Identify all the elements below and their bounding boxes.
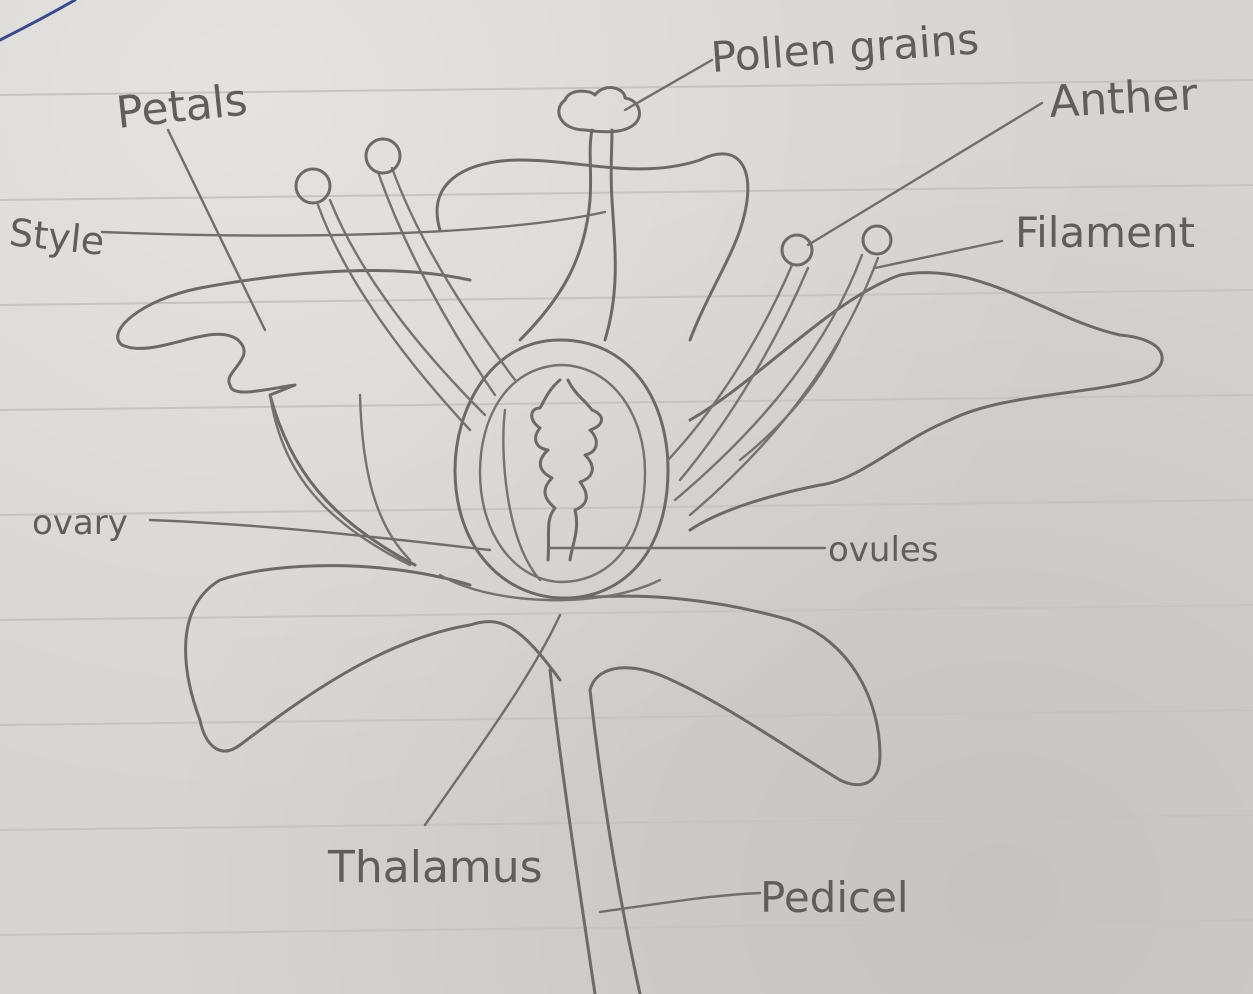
anther-right-1: [782, 235, 812, 265]
label-petals: Petals: [114, 74, 250, 138]
leader-lines: [102, 60, 1042, 912]
leader-petals: [168, 130, 265, 330]
ink-stroke: [0, 0, 75, 40]
flower: [118, 88, 1162, 994]
leader-style: [102, 212, 605, 236]
label-filament: Filament: [1015, 208, 1195, 257]
label-style: Style: [7, 210, 107, 264]
anther-left-2: [366, 139, 400, 173]
leader-anther: [808, 103, 1042, 245]
label-ovules: ovules: [828, 530, 939, 570]
label-thalamus: Thalamus: [327, 842, 543, 893]
anther-right-2: [863, 226, 891, 254]
leader-filament: [875, 241, 1002, 268]
left-stamen-2: [378, 168, 515, 395]
leader-ovary: [150, 520, 490, 550]
label-pedicel: Pedicel: [760, 873, 909, 922]
label-ovary: ovary: [32, 503, 128, 543]
label-anther: Anther: [1048, 69, 1200, 128]
back-petal: [437, 154, 748, 340]
ovules: [532, 380, 602, 560]
label-pollen-grains: Pollen grains: [709, 14, 980, 82]
pedicel-stalk-right: [590, 690, 640, 994]
leader-pollen-grains: [625, 60, 712, 110]
ovary-outer: [455, 340, 668, 598]
leader-pedicel: [600, 893, 760, 912]
lower-left-petal: [186, 566, 560, 751]
anther-left-1: [296, 169, 330, 203]
lower-right-petal: [560, 596, 880, 785]
